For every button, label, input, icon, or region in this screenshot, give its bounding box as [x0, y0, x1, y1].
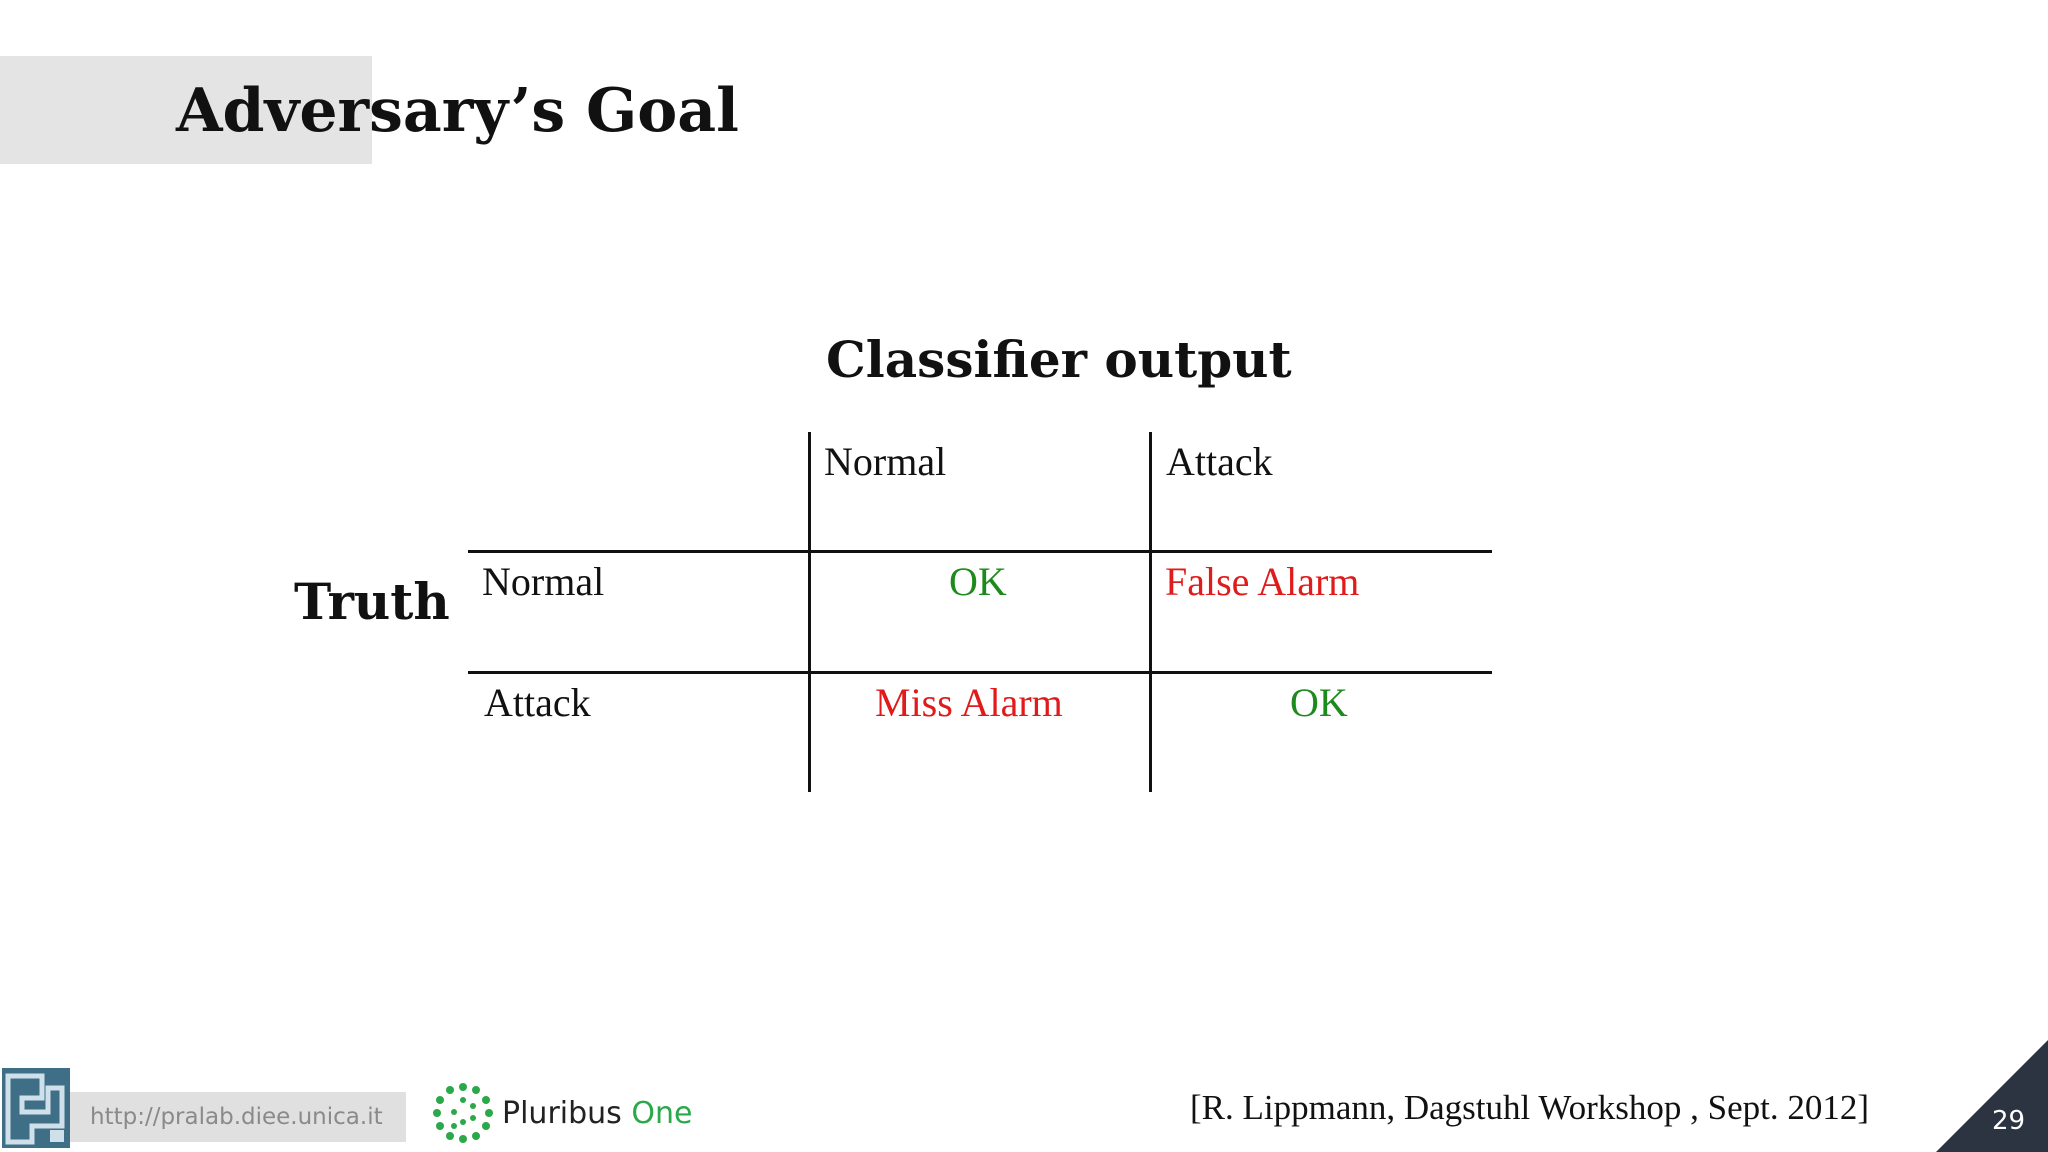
citation: [R. Lippmann, Dagstuhl Workshop , Sept. … — [1190, 1088, 1869, 1127]
row-label-attack: Attack — [484, 680, 591, 725]
confusion-matrix: Normal Attack Normal Attack OK False Ala… — [468, 432, 1492, 792]
cell-normal-normal: OK — [949, 559, 1007, 604]
grid-line-vertical — [808, 432, 811, 792]
pluribus-one-logo-icon — [433, 1083, 493, 1143]
row-header-title: Truth — [294, 572, 450, 631]
pluribus-one-brand: Pluribus One — [502, 1096, 692, 1131]
brand-accent: One — [631, 1096, 693, 1131]
page-corner-triangle — [1936, 1040, 2048, 1152]
cell-attack-attack: OK — [1290, 680, 1348, 725]
url-box — [70, 1092, 406, 1142]
grid-line-horizontal — [468, 671, 1492, 674]
column-header-attack: Attack — [1166, 439, 1273, 484]
brand-main: Pluribus — [502, 1096, 622, 1131]
grid-line-horizontal — [468, 550, 1492, 553]
slide-title: Adversary’s Goal — [176, 76, 739, 146]
page-number: 29 — [1992, 1106, 2026, 1136]
cell-normal-attack: False Alarm — [1165, 559, 1360, 604]
pralab-logo-icon — [2, 1068, 70, 1148]
footer-url[interactable]: http://pralab.diee.unica.it — [90, 1104, 383, 1130]
title-band — [0, 56, 372, 164]
row-label-normal: Normal — [482, 559, 605, 604]
grid-line-vertical — [1149, 432, 1152, 792]
cell-attack-normal: Miss Alarm — [875, 680, 1063, 725]
column-header-normal: Normal — [824, 439, 947, 484]
column-header-title: Classifier output — [826, 330, 1292, 389]
